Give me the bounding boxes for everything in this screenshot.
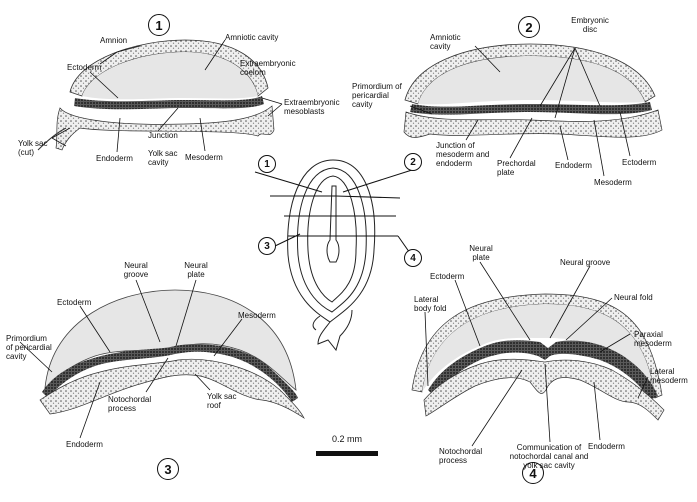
center-marker-3: 3 <box>258 237 276 255</box>
s1-label-amnion: Amnion <box>100 36 128 45</box>
section-4-drawing <box>411 293 665 421</box>
s4-label-lateral-mesoderm: Lateral mesoderm <box>650 367 688 385</box>
s1-label-extraembryonic-coelom: Extraembryonic coelom <box>240 59 296 77</box>
s4-label-neural-fold: Neural fold <box>614 293 653 302</box>
s2-label-embryonic-disc: Embryonic disc <box>571 16 609 34</box>
center-marker-4: 4 <box>404 249 422 267</box>
s3-label-notochordal-process: Notochordal process <box>108 395 152 413</box>
s2-label-prechordal-plate: Prechordal plate <box>497 159 536 177</box>
embryo-outline <box>254 159 413 352</box>
s4-label-paraxial-mesoderm: Paraxial mesoderm <box>634 330 672 348</box>
s1-label-ectoderm: Ectoderm <box>67 63 102 72</box>
s1-label-junction: Junction <box>148 131 178 140</box>
section-4-mesoderm-endoderm <box>423 358 665 421</box>
s1-label-endoderm: Endoderm <box>96 154 133 163</box>
s3-label-yolk-sac-roof: Yolk sac roof <box>207 392 237 410</box>
s4-label-communication: Communication of notochordal canal and y… <box>509 443 589 470</box>
section-3-amniotic-cavity <box>44 289 297 391</box>
s1-label-amniotic-cavity: Amniotic cavity <box>225 33 279 42</box>
section-2-drawing <box>403 43 663 138</box>
section-3-mesoderm-endoderm <box>39 358 305 420</box>
s2-label-endoderm: Endoderm <box>555 161 592 170</box>
s1-label-yolk-sac-cavity: Yolk sac cavity <box>148 149 178 167</box>
s4-label-ectoderm: Ectoderm <box>430 272 465 281</box>
s2-label-junction-mesoderm-endoderm: Junction of mesoderm and endoderm <box>436 141 490 168</box>
s4-label-neural-plate: Neural plate <box>469 244 493 262</box>
section-2-ectoderm <box>410 102 652 115</box>
section-3-drawing <box>39 289 305 420</box>
s4-label-lateral-body-fold: Lateral body fold <box>414 295 447 313</box>
section-4-neural-plate <box>428 340 658 400</box>
s4-label-endoderm: Endoderm <box>588 442 625 451</box>
s2-label-ectoderm: Ectoderm <box>622 158 657 167</box>
s3-label-neural-plate: Neural plate <box>184 261 208 279</box>
s1-label-extraembryonic-mesoblasts: Extraembryonic mesoblasts <box>284 98 340 116</box>
center-marker-2: 2 <box>404 153 422 171</box>
section-1-yolk-sac <box>55 105 275 151</box>
s3-label-neural-groove: Neural groove <box>123 261 149 279</box>
s3-label-ectoderm: Ectoderm <box>57 298 92 307</box>
s1-label-mesoderm: Mesoderm <box>185 153 223 162</box>
s3-label-primordium-pericardial: Primordium of pericardial cavity <box>6 334 52 361</box>
scale-bar-label: 0.2 mm <box>331 434 363 444</box>
s4-label-notochordal-process: Notochordal process <box>439 447 483 465</box>
s2-label-primordium-pericardial: Primordium of pericardial cavity <box>352 82 402 109</box>
center-marker-1: 1 <box>258 155 276 173</box>
section-1-amniotic-cavity <box>82 52 258 100</box>
s2-label-amniotic-cavity: Amniotic cavity <box>430 33 461 51</box>
section-2-number: 2 <box>518 16 540 38</box>
section-3-number: 3 <box>157 458 179 480</box>
s3-label-mesoderm: Mesoderm <box>238 311 276 320</box>
s3-label-endoderm: Endoderm <box>66 440 103 449</box>
section-4-amniotic-cavity <box>422 304 655 398</box>
section-1-ectoderm <box>74 96 264 110</box>
section-1-number: 1 <box>148 14 170 36</box>
leader-lines <box>19 39 649 447</box>
s2-label-mesoderm: Mesoderm <box>594 178 632 187</box>
s4-label-neural-groove: Neural groove <box>560 258 611 267</box>
section-3-ectoderm <box>42 344 298 402</box>
section-2-amniotic-cavity <box>418 56 645 105</box>
section-4-number: 4 <box>522 462 544 484</box>
section-2-mesoderm-endoderm <box>403 109 663 138</box>
s1-label-yolk-sac-cut: Yolk sac (cut) <box>18 139 48 157</box>
scale-bar <box>316 451 378 456</box>
section-1-drawing <box>37 39 275 151</box>
